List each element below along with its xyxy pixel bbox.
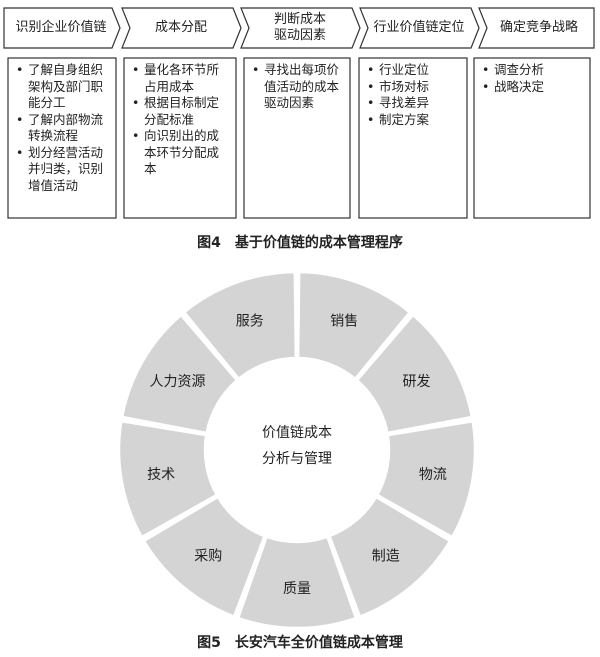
- wheel-segment: [142, 495, 267, 619]
- step-title-4: 行业价值链定位: [373, 20, 465, 35]
- chevron-step-1: [3, 7, 121, 49]
- step-title-3: 判断成本 驱动因素: [273, 12, 326, 43]
- step-items-5: 调查分析 战略决定: [480, 62, 584, 95]
- step-items-1: 了解自身组织架构及部门职能分工 了解内部物流转换流程 划分经营活动并归类，识别增…: [14, 62, 112, 194]
- list-item: 寻找出每项价值活动的成本驱动因素: [250, 62, 344, 112]
- list-item: 市场对标: [365, 79, 461, 96]
- list-item: 寻找差异: [365, 95, 461, 112]
- step-title-5: 确定竞争战略: [499, 20, 578, 35]
- wheel-segment: [355, 313, 474, 435]
- list-item: 调查分析: [480, 62, 584, 79]
- wheel-segment: [375, 419, 477, 539]
- process-header-chevrons: [3, 7, 595, 49]
- wheel-segment-label: 制造: [372, 549, 400, 565]
- step-items-2: 量化各环节所占用成本 根据目标制定分配标准 向识别出的成本环节分配成本: [130, 62, 230, 178]
- wheel-segment-label: 服务: [236, 313, 264, 329]
- wheel-segment-label: 采购: [194, 549, 222, 565]
- list-item: 行业定位: [365, 62, 461, 79]
- wheel-segments: [117, 270, 477, 630]
- wheel-segment: [236, 535, 358, 630]
- wheel-segment: [117, 419, 219, 539]
- list-item: 了解自身组织架构及部门职能分工: [14, 62, 112, 112]
- step-items-3: 寻找出每项价值活动的成本驱动因素: [250, 62, 344, 112]
- step-items-4: 行业定位 市场对标 寻找差异 制定方案: [365, 62, 461, 128]
- list-item: 量化各环节所占用成本: [130, 62, 230, 95]
- wheel-segment-label: 研发: [403, 374, 431, 390]
- chevron-step-3: [240, 7, 361, 49]
- figure-4-caption: 图4 基于价值链的成本管理程序: [197, 235, 403, 251]
- list-item: 向识别出的成本环节分配成本: [130, 128, 230, 178]
- list-item: 了解内部物流转换流程: [14, 112, 112, 145]
- chevron-step-5: [478, 7, 595, 49]
- wheel-segment-label: 质量: [283, 581, 311, 597]
- list-item: 战略决定: [480, 79, 584, 96]
- chevron-step-4: [359, 7, 480, 49]
- chevron-step-2: [121, 7, 242, 49]
- wheel-segment: [296, 270, 412, 381]
- figure-5-caption: 图5 长安汽车全价值链成本管理: [197, 635, 403, 651]
- wheel-segment: [182, 270, 298, 381]
- list-item: 制定方案: [365, 112, 461, 129]
- wheel-center-line2: 分析与管理: [262, 451, 332, 467]
- step-title-1: 识别企业价值链: [15, 20, 107, 35]
- list-item: 根据目标制定分配标准: [130, 95, 230, 128]
- wheel-segment-label: 销售: [330, 313, 358, 329]
- wheel-segment: [120, 313, 239, 435]
- wheel-segment: [327, 495, 452, 619]
- wheel-center-line1: 价值链成本: [262, 425, 332, 441]
- wheel-segment-label: 物流: [419, 467, 447, 483]
- step-title-2: 成本分配: [154, 20, 207, 35]
- list-item: 划分经营活动并归类，识别增值活动: [14, 145, 112, 195]
- wheel-segment-label: 技术: [147, 467, 175, 483]
- wheel-segment-label: 人力资源: [149, 374, 205, 390]
